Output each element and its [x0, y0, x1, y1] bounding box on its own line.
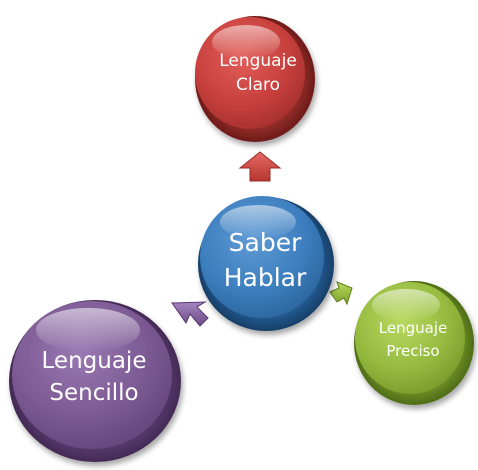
- node-lenguaje-sencillo-label-line2: Sencillo: [49, 380, 138, 406]
- node-lenguaje-sencillo-gloss: [36, 308, 140, 352]
- arrow-down-left-icon: [171, 301, 209, 327]
- node-lenguaje-sencillo-label-line1: Lenguaje: [42, 348, 147, 374]
- arrow-down-right-icon: [329, 281, 353, 306]
- node-lenguaje-sencillo: [9, 300, 181, 462]
- node-saber-hablar-label-line2: Hablar: [224, 263, 307, 292]
- node-saber-hablar-gloss: [220, 205, 296, 239]
- node-lenguaje-preciso-label-line2: Preciso: [386, 342, 439, 360]
- node-lenguaje-claro: [195, 16, 315, 142]
- node-lenguaje-claro-gloss: [212, 25, 280, 59]
- node-lenguaje-claro-label-line2: Claro: [236, 75, 280, 95]
- node-lenguaje-preciso: [354, 281, 474, 405]
- node-lenguaje-preciso-label-line1: Lenguaje: [379, 319, 447, 337]
- node-lenguaje-preciso-gloss: [372, 289, 440, 321]
- node-saber-hablar-label-line1: Saber: [229, 228, 302, 257]
- node-saber-hablar: [198, 196, 334, 331]
- arrow-up-icon: [238, 151, 282, 182]
- node-lenguaje-claro-label-line1: Lenguaje: [219, 51, 297, 71]
